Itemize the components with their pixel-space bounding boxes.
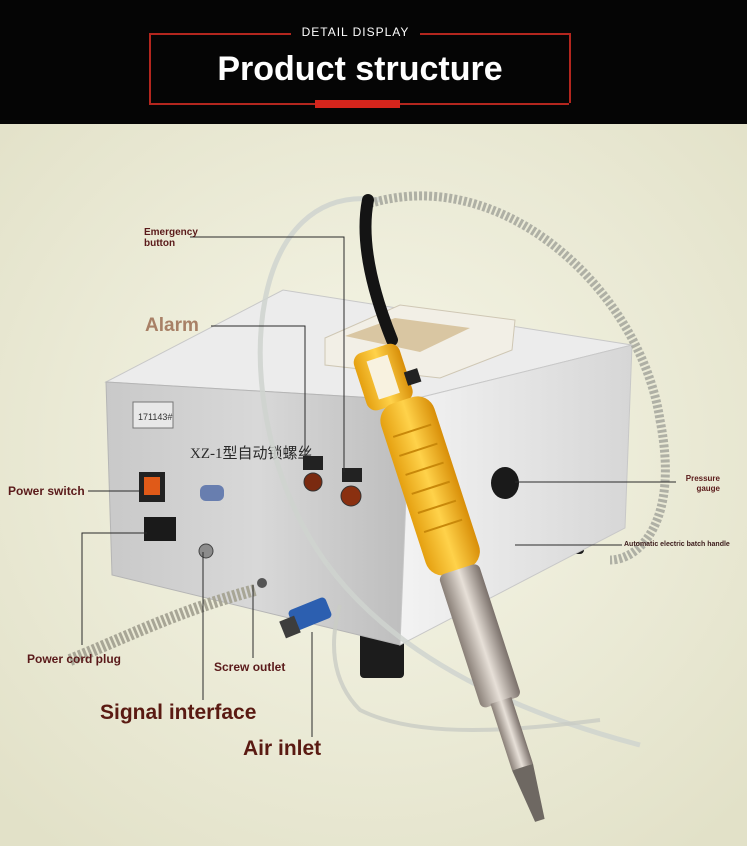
label-alarm: Alarm <box>145 315 199 336</box>
label-signal-interface: Signal interface <box>100 701 257 724</box>
title-frame <box>149 33 571 103</box>
serial-sticker: 171143# <box>138 412 172 422</box>
emergency-knob <box>340 485 362 507</box>
label-pressure-gauge: Pressure gauge <box>672 474 720 494</box>
frame-line <box>420 33 569 35</box>
label-screw-outlet: Screw outlet <box>214 660 286 674</box>
accent-bar <box>315 100 400 108</box>
frame-line <box>149 103 315 105</box>
label-pressure-gauge-text: Pressure gauge <box>685 474 720 493</box>
label-power-switch: Power switch <box>8 484 85 498</box>
device-model-text: XZ-1型自动锁螺丝 <box>190 445 313 462</box>
batch-handle <box>353 343 545 822</box>
frame-line <box>400 103 569 105</box>
alarm-knob <box>303 472 323 492</box>
label-power-cord-plug: Power cord plug <box>27 652 122 666</box>
label-emergency-button-text: Emergency button <box>144 227 198 249</box>
air-inlet <box>288 597 332 631</box>
label-emergency-button: Emergency button <box>144 227 198 249</box>
header-subtitle: DETAIL DISPLAY <box>301 25 410 39</box>
page-title: Product structure <box>217 50 503 88</box>
hopper-tray <box>345 318 470 352</box>
pressure-gauge <box>491 467 519 499</box>
frame-line <box>149 33 291 35</box>
power-socket <box>144 517 176 541</box>
label-air-inlet: Air inlet <box>243 737 322 760</box>
product-photo: 171143# XZ-1型自动锁螺丝 <box>0 124 747 846</box>
label-batch-handle: Automatic electric batch handle <box>624 541 730 548</box>
screw-outlet-hole <box>257 578 267 588</box>
